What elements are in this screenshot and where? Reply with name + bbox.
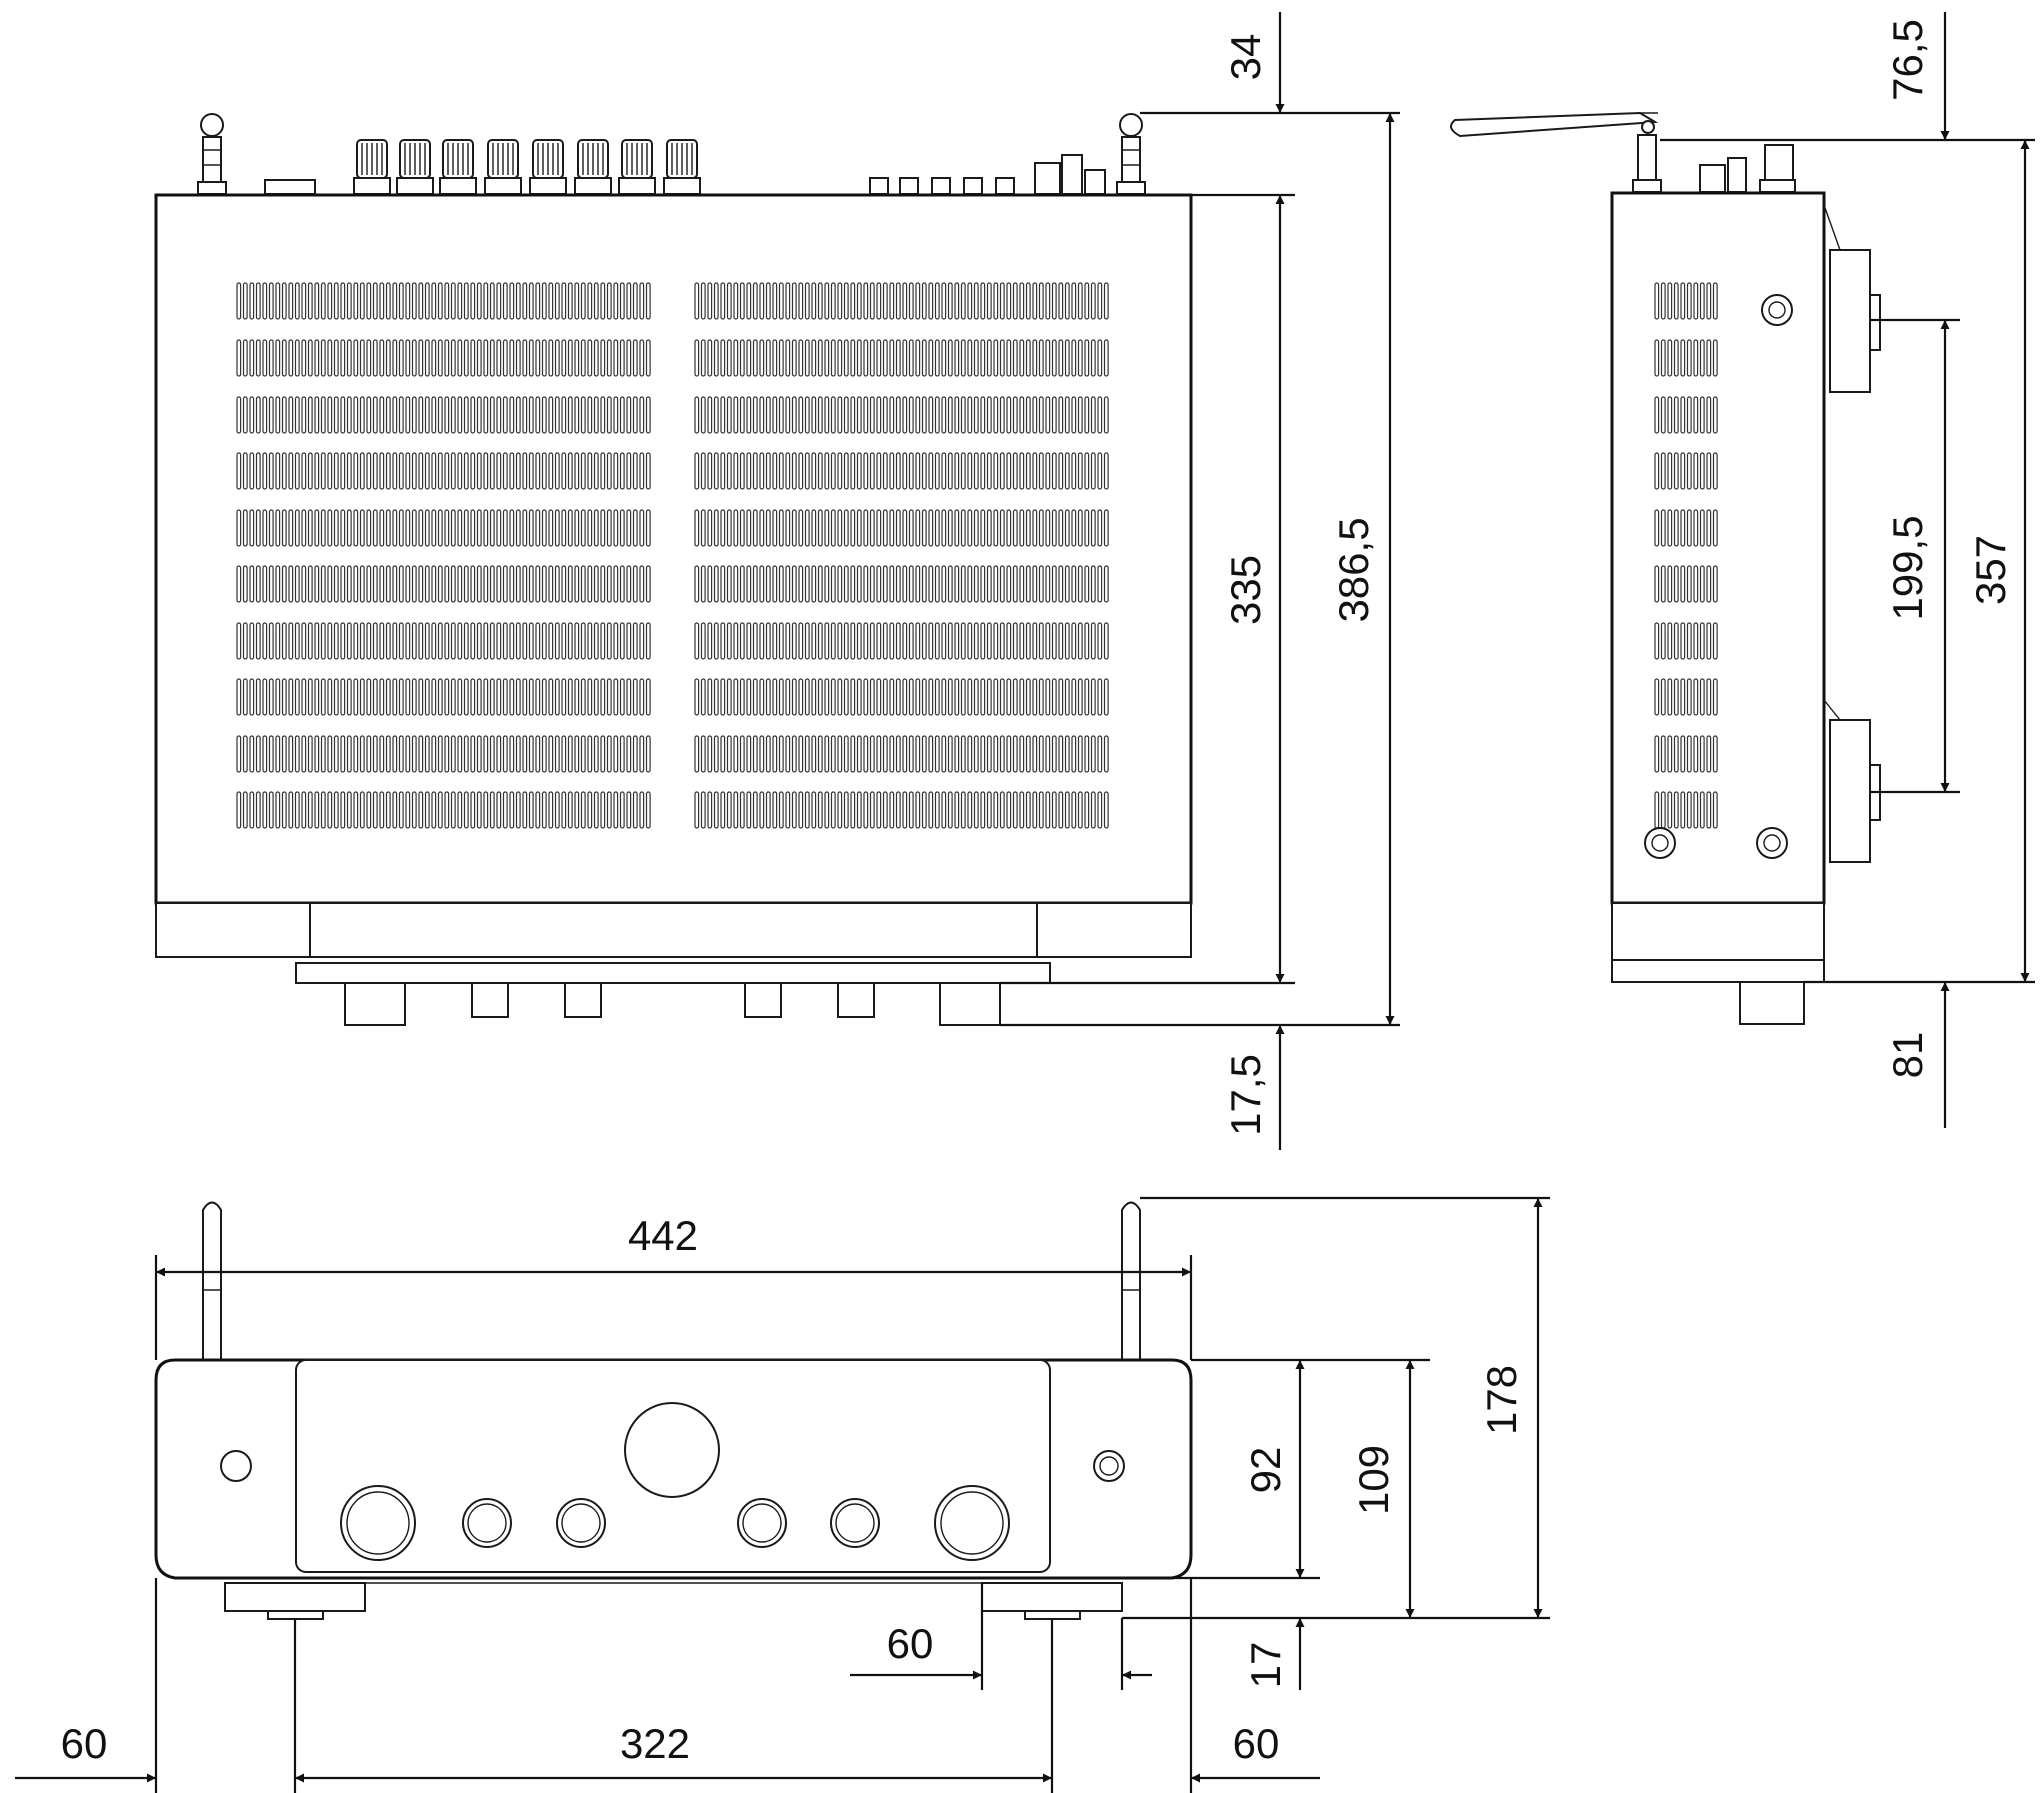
front-panel-top: [295, 962, 1051, 984]
rear-connectors: [353, 139, 701, 195]
rear-jacks: [869, 154, 1106, 195]
side-feet: [1823, 204, 1881, 863]
dim-panel-height: 92: [1242, 1447, 1289, 1494]
dim-rear-protrusion: 34: [1222, 34, 1269, 81]
dim-foot-width: 60: [887, 1620, 934, 1667]
dim-depth-to-front: 357: [1967, 535, 2014, 605]
dim-foot-spacing-side: 199,5: [1884, 515, 1931, 620]
front-controls: [220, 1402, 1125, 1561]
side-vent-slots: [1654, 282, 1718, 829]
dim-body-depth: 335: [1222, 555, 1269, 625]
dim-right-foot-offset: 60: [1233, 1720, 1280, 1767]
side-screws: [1644, 294, 1793, 859]
front-feet: [224, 1582, 1123, 1620]
side-chassis: [1610, 191, 1826, 905]
front-view: 442 92 109 178 17 60 60 322 60: [15, 1196, 1550, 1793]
dim-front-offset: 81: [1884, 1032, 1931, 1079]
top-view: 34 335 386,5 17,5: [154, 12, 1400, 1150]
dim-foot-spacing: 322: [620, 1720, 690, 1767]
antenna-left-top: [197, 113, 227, 195]
dim-antenna-height: 76,5: [1884, 19, 1931, 101]
dim-foot-height: 17: [1242, 1642, 1289, 1689]
dim-width: 442: [628, 1212, 698, 1259]
side-view: 76,5 199,5 357 81: [1450, 12, 2035, 1128]
antenna-right-front: [1121, 1201, 1141, 1361]
dim-front-protrusion: 17,5: [1222, 1054, 1269, 1136]
antenna-left-front: [202, 1201, 222, 1361]
knobs-top: [344, 982, 1001, 1026]
antenna-side: [1450, 111, 1796, 193]
top-vent-slots: [236, 282, 1109, 829]
dim-total-height: 178: [1478, 1365, 1525, 1435]
dim-left-foot-offset: 60: [61, 1720, 108, 1767]
dim-body-height: 109: [1350, 1445, 1397, 1515]
top-chassis: [154, 193, 1193, 905]
dim-total-depth: 386,5: [1330, 517, 1377, 622]
antenna-right-top: [1116, 113, 1146, 195]
